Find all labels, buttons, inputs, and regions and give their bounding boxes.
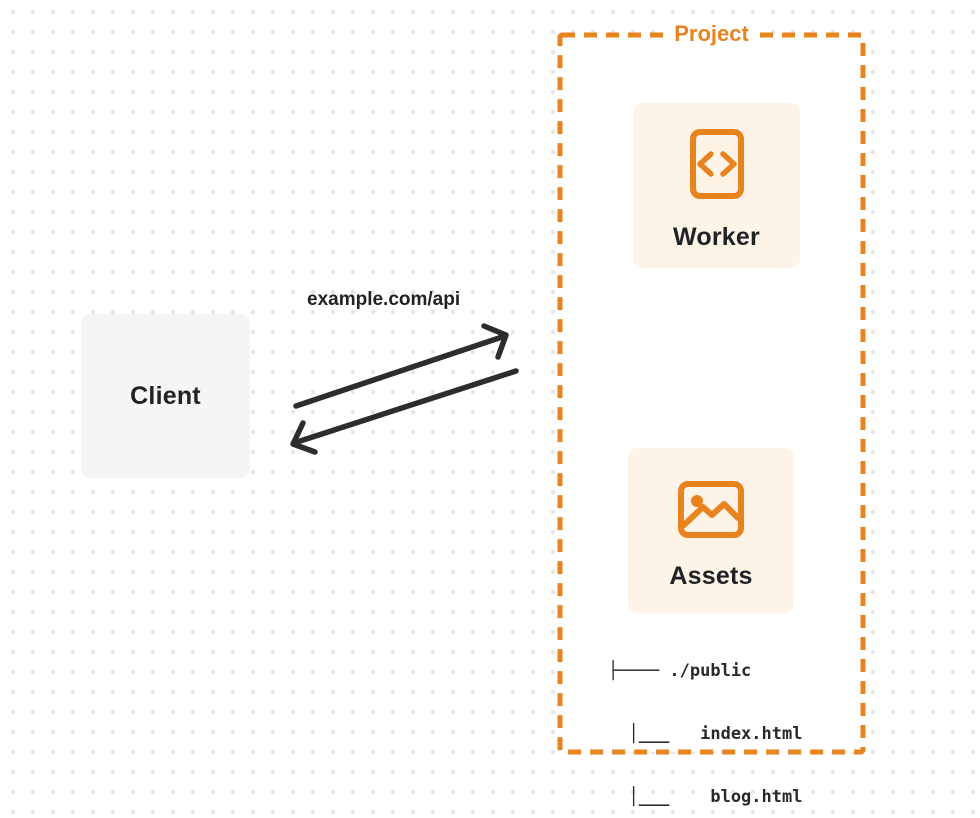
worker-label: Worker bbox=[673, 223, 760, 251]
worker-node: Worker bbox=[633, 103, 800, 268]
request-arrow bbox=[293, 323, 509, 409]
file-tree-root-line: ├──── ./public bbox=[608, 661, 752, 681]
file-tree-line: │___ index.html bbox=[608, 724, 803, 744]
file-tree: ├──── ./public │___ index.html │___ blog… bbox=[608, 619, 802, 818]
client-node: Client bbox=[81, 314, 250, 478]
code-file-icon bbox=[689, 129, 744, 199]
file-tree-line: │___ blog.html bbox=[608, 787, 803, 807]
image-icon bbox=[678, 481, 744, 538]
client-label: Client bbox=[130, 381, 201, 410]
assets-node: Assets bbox=[628, 448, 794, 613]
response-arrow bbox=[290, 368, 519, 455]
project-group: Project bbox=[560, 21, 863, 47]
project-label: Project bbox=[665, 21, 758, 47]
request-url-label: example.com/api bbox=[307, 289, 461, 310]
assets-label: Assets bbox=[669, 562, 753, 590]
